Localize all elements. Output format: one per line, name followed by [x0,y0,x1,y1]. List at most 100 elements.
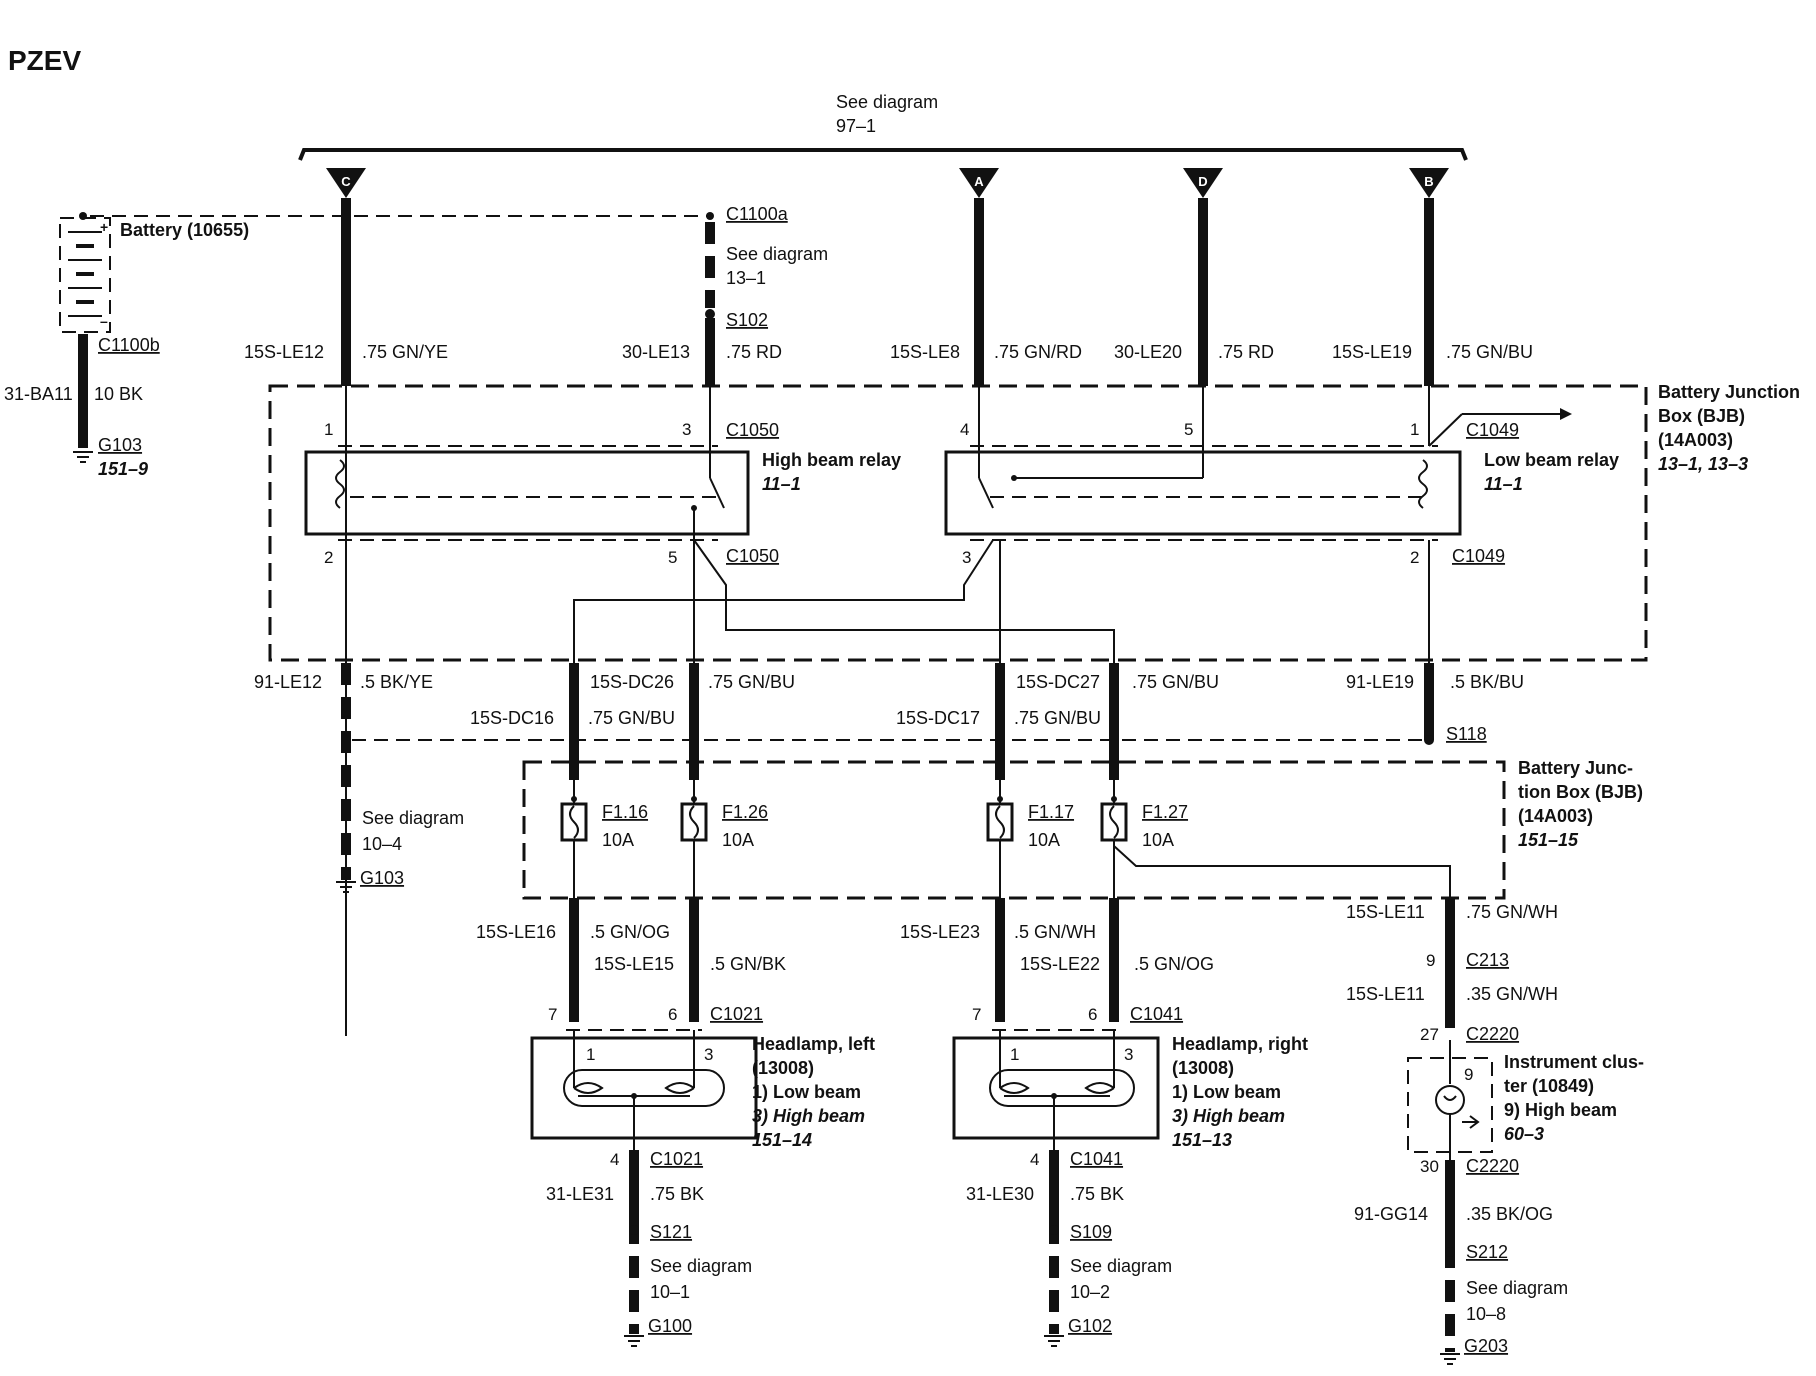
c1100a-ref1: See diagram [726,244,828,264]
hl-right-ref2: 10–2 [1070,1282,1110,1302]
high-relay-conn-top: C1050 [726,420,779,440]
fuse-f1-17 [986,780,1014,898]
hl-right-ref1: See diagram [1070,1256,1172,1276]
cl-top-circuit: 15S-LE11 [1346,902,1425,922]
ground-symbol-g100 [624,1335,644,1347]
c2220-bot-label: C2220 [1466,1156,1519,1176]
battery-plus: + [100,219,108,235]
cl-pin9: 9 [1426,951,1435,970]
hl-left-conn-bot: C1021 [650,1149,703,1169]
battery-symbol [59,212,111,333]
high-relay-pin2: 2 [324,548,333,567]
s121-label: S121 [650,1222,692,1242]
low-relay-pin2: 2 [1410,548,1419,567]
g203-label: G203 [1464,1336,1508,1356]
top-ref-bracket [298,148,1468,161]
cl-mid-spec: .35 GN/WH [1466,984,1558,1004]
battery-minus: – [100,313,108,329]
battery-wire-spec: 10 BK [94,384,143,404]
bjb-fuse-line1: Battery Junc- [1518,758,1633,778]
feed-spec-1: .75 GN/YE [362,342,448,362]
hl-left-ref: 151–14 [752,1130,812,1150]
hl-right-ref: 151–13 [1172,1130,1232,1150]
cl-ref2: 10–8 [1466,1304,1506,1324]
bjb-internal-routing [573,539,1115,663]
s118-splice [1424,735,1434,745]
ground-symbol-g203 [1440,1353,1460,1365]
lower-spec-2: .5 GN/BK [710,954,786,974]
mid-circuit-5: 15S-DC17 [896,708,980,728]
hl-right-item1: 1) Low beam [1172,1082,1281,1102]
bjb-fuse-line3: (14A003) [1518,806,1593,826]
left-ground-label: G103 [360,868,404,888]
headlamp-right-symbol [952,1030,1160,1140]
low-relay-pin4: 4 [960,420,969,439]
battery-connector: C1100b [98,335,160,355]
hl-right-gnd-circuit: 31-LE30 [966,1184,1034,1204]
mid-spec-5: .75 GN/BU [1014,708,1101,728]
bjb-top-line2: Box (BJB) [1658,406,1745,426]
mid-circuit-6: 91-LE19 [1346,672,1414,692]
bjb-top-line3: (14A003) [1658,430,1733,450]
hl-left-pin4: 4 [610,1150,619,1169]
cluster-ref: 60–3 [1504,1124,1544,1144]
svg-text:C: C [341,174,351,189]
low-relay-pin5: 5 [1184,420,1193,439]
fuse-4-name: F1.27 [1142,802,1188,822]
feed-circuit-3: 15S-LE8 [890,342,960,362]
battery-ground-ref: 151–9 [98,459,148,479]
bjb-top-box [268,384,1648,662]
feed-circuit-4: 30-LE20 [1114,342,1182,362]
top-ref-line2: 97–1 [836,116,876,136]
hl-left-pin7: 7 [548,1005,557,1024]
c1100a-ref2: 13–1 [726,268,766,288]
hl-left-inner1: 1 [586,1045,595,1064]
battery-ground: G103 [98,435,142,455]
battery-label: Battery (10655) [120,220,249,240]
high-relay-ref: 11–1 [762,474,801,494]
s102-splice [705,309,715,319]
feed-spec-5: .75 GN/BU [1446,342,1533,362]
cl-mid-circuit: 15S-LE11 [1346,984,1425,1004]
lower-circuit-1: 15S-LE16 [476,922,556,942]
lower-circuit-4: 15S-LE22 [1020,954,1100,974]
hl-right-inner1: 1 [1010,1045,1019,1064]
low-relay-label: Low beam relay [1484,450,1619,470]
mid-spec-6: .5 BK/BU [1450,672,1524,692]
c2220-top-label: C2220 [1466,1024,1519,1044]
hl-right-conn: C1041 [1130,1004,1183,1024]
fuse-3-name: F1.17 [1028,802,1074,822]
cl-top-spec: .75 GN/WH [1466,902,1558,922]
mid-circuit-4: 15S-DC27 [1016,672,1100,692]
low-relay-pin1: 1 [1410,420,1419,439]
mid-circuit-2: 15S-DC26 [590,672,674,692]
mid-spec-2: .75 GN/BU [708,672,795,692]
mid-circuit-1: 91-LE12 [254,672,322,692]
cl-bot-circuit: 91-GG14 [1354,1204,1428,1224]
hl-right-gnd-spec: .75 BK [1070,1184,1124,1204]
hl-right-pin4: 4 [1030,1150,1039,1169]
feed-spec-2: .75 RD [726,342,782,362]
feed-spec-3: .75 GN/RD [994,342,1082,362]
hl-left-gnd-circuit: 31-LE31 [546,1184,614,1204]
battery-wire-circuit: 31-BA11 [4,384,73,404]
high-relay-label: High beam relay [762,450,901,470]
ground-symbol-battery [73,451,93,463]
connector-c: C [326,168,366,198]
fuse-4-rating: 10A [1142,830,1174,850]
bjb-top-line1: Battery Junction [1658,382,1800,402]
hl-left-conn: C1021 [710,1004,763,1024]
hl-left-pin6: 6 [668,1005,677,1024]
left-ground-ref1: See diagram [362,808,464,828]
hl-left-title: Headlamp, left [752,1034,875,1054]
lower-spec-1: .5 GN/OG [590,922,670,942]
hl-right-part: (13008) [1172,1058,1234,1078]
high-relay-conn-bot: C1050 [726,546,779,566]
s109-splice [1049,1225,1059,1235]
low-beam-relay [944,386,1572,740]
fuse-2-rating: 10A [722,830,754,850]
high-relay-pin1: 1 [324,420,333,439]
hl-left-item1: 1) Low beam [752,1082,861,1102]
s212-splice [1445,1247,1455,1257]
